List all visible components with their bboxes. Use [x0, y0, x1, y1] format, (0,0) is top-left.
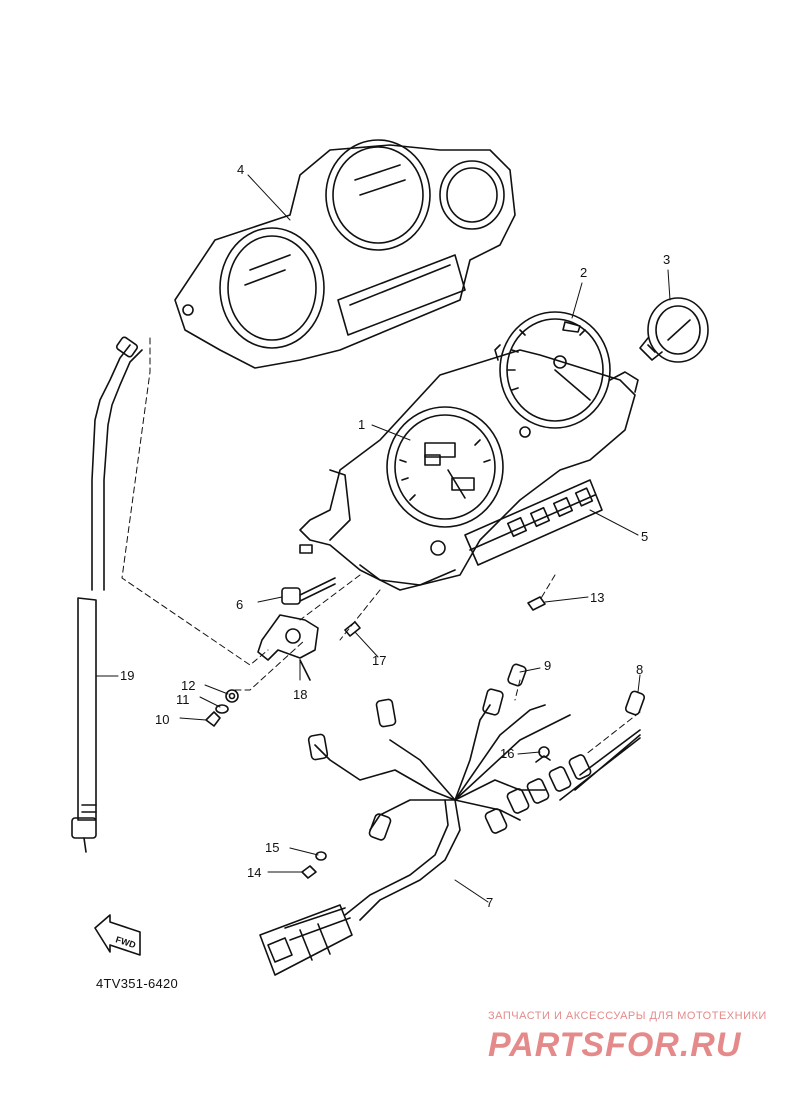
indicator-panel-part-5 [464, 479, 603, 566]
callout-12: 12 [181, 678, 196, 693]
callout-5: 5 [641, 529, 649, 544]
speedometer-part-1 [386, 406, 504, 528]
speedometer-cable-part-19 [71, 336, 143, 853]
watermark-logo-text: PARTSFOR.RU [488, 1026, 742, 1062]
callout-2: 2 [580, 265, 588, 280]
tachometer-part-2 [494, 311, 611, 429]
callout-15: 15 [265, 840, 280, 855]
callout-3: 3 [663, 252, 671, 267]
callout-6: 6 [236, 597, 244, 612]
callout-13: 13 [590, 590, 605, 605]
indicator-unit-part-3 [639, 297, 709, 363]
diagram-code: 4TV351-6420 [96, 976, 179, 991]
callout-11: 11 [176, 692, 190, 707]
watermark-logo: PARTSFOR.RU [488, 1026, 742, 1062]
fwd-arrow-icon [94, 914, 141, 956]
callout-8: 8 [636, 662, 644, 677]
meter-cover-part-4 [174, 139, 516, 369]
callout-19: 19 [120, 668, 135, 683]
callout-18: 18 [293, 687, 308, 702]
callout-10: 10 [155, 712, 170, 727]
watermark-tagline: ЗАПЧАСТИ И АКСЕССУАРЫ ДЛЯ МОТОТЕХНИКИ [488, 1010, 767, 1022]
meter-housing [299, 349, 639, 591]
leader-lines [95, 174, 671, 903]
wire-harness-part-7 [259, 688, 641, 976]
callout-14: 14 [247, 865, 262, 880]
callout-17: 17 [372, 653, 387, 668]
gear-bracket-part-18 [257, 614, 319, 681]
callout-7: 7 [486, 895, 494, 910]
callout-16: 16 [500, 746, 515, 761]
callout-4: 4 [237, 162, 245, 177]
fasteners-10-11-12 [205, 689, 239, 727]
screws-misc [301, 596, 551, 879]
callout-9: 9 [544, 658, 552, 673]
bulbs-8-9 [507, 663, 646, 716]
assembly-lines [121, 337, 641, 756]
damper-part-6 [281, 577, 336, 605]
callout-1: 1 [358, 417, 366, 432]
